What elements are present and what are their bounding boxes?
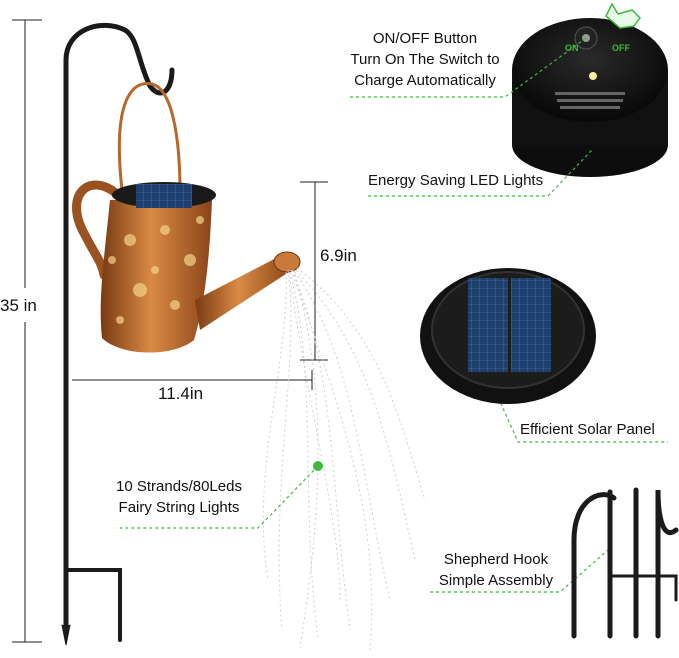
solar-light-base-icon: ON OFF [512, 18, 668, 177]
solar-panel-icon [420, 268, 596, 404]
switch-on-label: ON [565, 43, 579, 53]
solar-panel-label: Efficient Solar Panel [520, 421, 655, 438]
onoff-button-label: ON/OFF Button Turn On The Switch to Char… [346, 28, 504, 91]
width-dimension-label: 11.4in [158, 384, 204, 403]
hook-line-2: Simple Assembly [438, 572, 554, 589]
onoff-line-2: Turn On The Switch to [350, 51, 500, 68]
fairy-lights-label: 10 Strands/80Leds Fairy String Lights [105, 476, 253, 518]
onoff-line-3: Charge Automatically [354, 72, 496, 89]
fairy-line-2: Fairy String Lights [118, 499, 240, 516]
drop-dimension-label: 6.9in [320, 246, 357, 265]
led-lights-label: Energy Saving LED Lights [368, 172, 544, 189]
height-dimension-line [12, 19, 42, 643]
drop-dimension-line [300, 181, 328, 361]
onoff-line-1: ON/OFF Button [372, 30, 478, 47]
switch-off-label: OFF [612, 43, 630, 53]
shepherd-hook-icon [571, 487, 679, 639]
shepherd-hook-label: Shepherd Hook Simple Assembly [430, 549, 562, 591]
height-dimension-label: 35 in [0, 296, 37, 315]
fairy-line-1: 10 Strands/80Leds [116, 478, 242, 495]
width-dimension-line [72, 370, 313, 390]
hand-pointer-icon [605, 2, 641, 29]
watering-can-icon [72, 82, 301, 353]
fairy-string-lights [262, 267, 426, 651]
hook-line-1: Shepherd Hook [443, 551, 549, 568]
